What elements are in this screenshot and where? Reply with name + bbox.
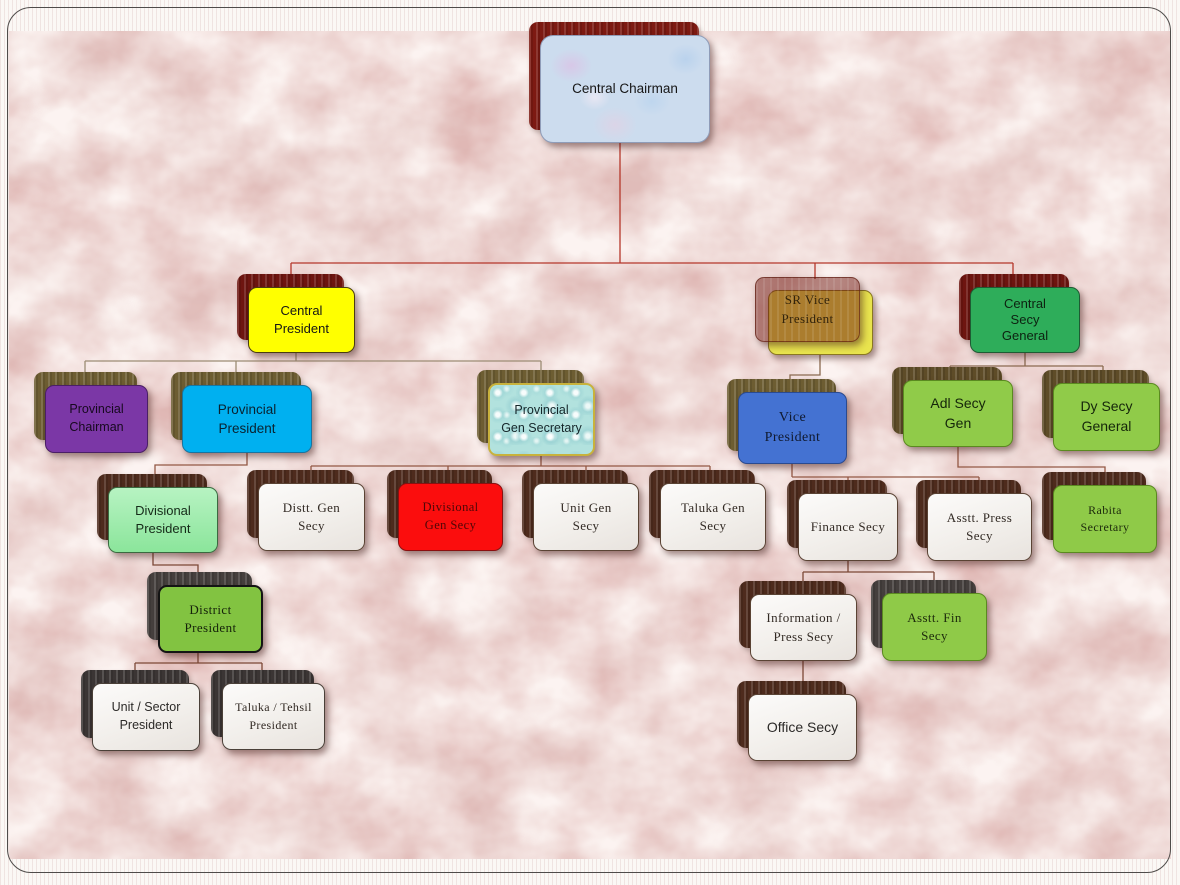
node-label-line: Provincial xyxy=(217,401,277,417)
node-label-line: Central Chairman xyxy=(572,81,678,97)
org-node-finance-secy: Finance Secy xyxy=(798,493,898,561)
node-label-line: Vice xyxy=(778,410,807,426)
node-label-line: Taluka Gen xyxy=(680,499,746,515)
node-label-line: President xyxy=(274,321,329,336)
node-label-line: President xyxy=(184,620,237,635)
node-label-line: President xyxy=(764,430,821,445)
org-node-information-press-secy: Information / Press Secy xyxy=(750,594,857,661)
slide-frame-border xyxy=(7,7,1171,873)
node-label-line: Secy xyxy=(572,518,600,533)
node-label-line: Office Secy xyxy=(766,718,839,735)
node-label-line: General xyxy=(1081,418,1132,434)
node-label-line: Provincial xyxy=(514,402,569,417)
node-label-line: Rabita xyxy=(1088,502,1122,517)
node-label-line: General xyxy=(1001,328,1049,344)
node-label-line: Secretary xyxy=(1080,520,1130,534)
node-label-line: Gen xyxy=(944,414,972,431)
org-node-office-secy: Office Secy xyxy=(748,694,857,761)
node-label-line: Distt. Gen xyxy=(282,499,341,515)
node-label-line: Finance Secy xyxy=(810,518,886,534)
node-label-line: President xyxy=(218,421,276,436)
node-label-line: Central xyxy=(1004,295,1046,311)
node-label-line: Divisional xyxy=(135,502,191,518)
node-label-line: President xyxy=(135,521,191,536)
node-label-line: Chairman xyxy=(69,420,124,434)
node-label-line: Secy xyxy=(1010,311,1040,327)
node-label-line: Information / xyxy=(766,610,841,626)
node-label-line: Secy xyxy=(298,518,325,533)
node-label-line: President xyxy=(119,718,173,732)
node-label-line: SR Vice xyxy=(784,292,831,308)
node-label-line: Dy Secy xyxy=(1080,398,1133,415)
node-label-line: Gen Secy xyxy=(424,518,477,532)
node-label-line: President xyxy=(249,717,298,732)
org-node-central-chairman: Central Chairman xyxy=(540,35,710,143)
node-label-line: Unit / Sector xyxy=(111,700,181,715)
node-label-line: Divisional xyxy=(422,500,479,515)
node-label-line: Secy xyxy=(966,528,993,543)
node-label-line: Provincial xyxy=(69,402,124,417)
node-label-line: Adl Secy xyxy=(930,394,986,411)
node-label-line: District xyxy=(189,601,232,617)
node-label-line: President xyxy=(781,310,834,326)
node-label-line: Asstt. Press xyxy=(946,509,1013,525)
node-label-line: Press Secy xyxy=(773,628,834,644)
node-label-line: Central xyxy=(280,302,323,318)
node-label-line: Taluka / Tehsil xyxy=(235,700,312,715)
node-label-line: Gen Secretary xyxy=(501,420,582,435)
node-label-line: Secy xyxy=(921,628,948,643)
node-label-line: Secy xyxy=(699,518,727,533)
node-label-line: Unit Gen xyxy=(560,499,612,515)
node-label-line: Asstt. Fin xyxy=(907,609,962,625)
